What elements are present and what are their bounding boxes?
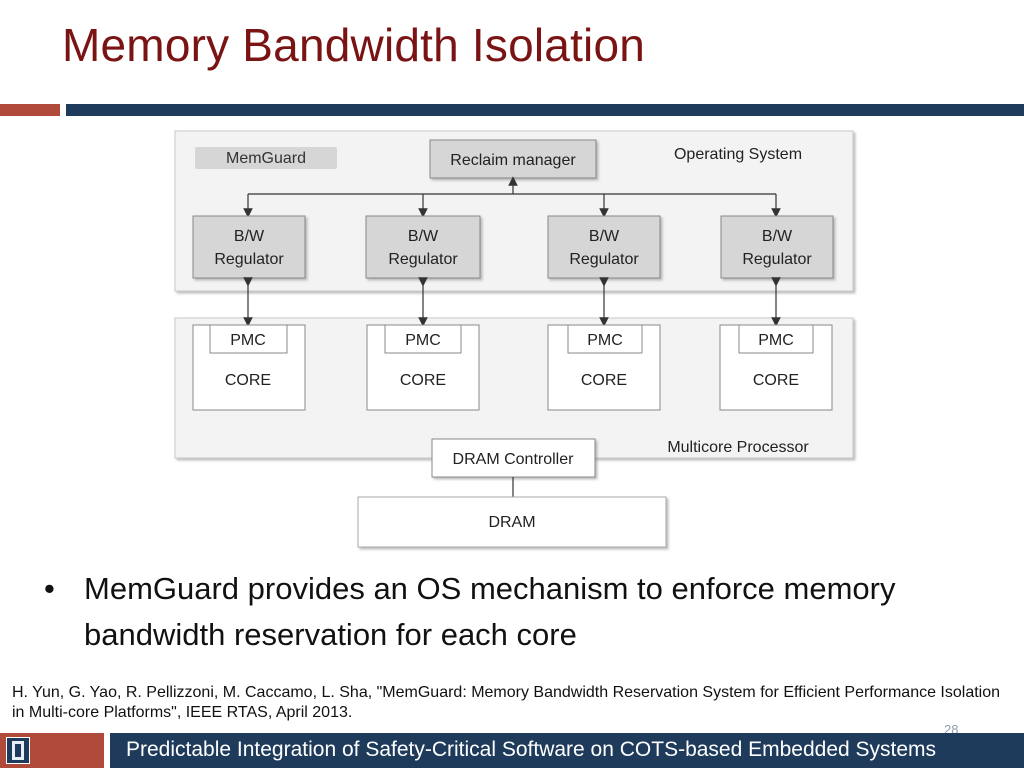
core-1-label: CORE xyxy=(225,372,271,389)
regulator-3-line2: Regulator xyxy=(569,251,639,268)
core-3: PMC CORE xyxy=(547,324,661,411)
pmc-1-label: PMC xyxy=(230,332,266,349)
regulator-2-line1: B/W xyxy=(408,228,439,245)
title-rule-red xyxy=(0,104,60,116)
pmc-3-label: PMC xyxy=(587,332,623,349)
regulator-1: B/W Regulator xyxy=(192,215,306,279)
core-3-label: CORE xyxy=(581,372,627,389)
core-4: PMC CORE xyxy=(719,324,833,411)
dram-box xyxy=(357,496,667,548)
citation: H. Yun, G. Yao, R. Pellizzoni, M. Caccam… xyxy=(12,684,1001,721)
bullet-text: MemGuard provides an OS mechanism to enf… xyxy=(84,571,896,652)
dram-controller-label: DRAM Controller xyxy=(453,451,575,468)
memguard-label: MemGuard xyxy=(226,150,306,167)
regulator-2: B/W Regulator xyxy=(365,215,481,279)
core-2: PMC CORE xyxy=(366,324,480,411)
page-title: Memory Bandwidth Isolation xyxy=(62,19,646,71)
core-1: PMC CORE xyxy=(192,324,306,411)
dram-label: DRAM xyxy=(488,514,535,531)
regulator-4: B/W Regulator xyxy=(720,215,834,279)
memguard-tag xyxy=(195,147,337,169)
memguard-architecture-diagram: MemGuard Reclaim manager Operating Syste… xyxy=(174,130,854,548)
multicore-label: Multicore Processor xyxy=(667,439,809,456)
regulator-2-line2: Regulator xyxy=(388,251,458,268)
bullet-marker: • xyxy=(44,571,55,606)
footer-bar xyxy=(110,733,1024,768)
regulator-3-line1: B/W xyxy=(589,228,620,245)
title-rule-blue xyxy=(66,104,1024,116)
regulator-4-line1: B/W xyxy=(762,228,793,245)
dram-controller-box xyxy=(431,438,596,478)
footer-text: Predictable Integration of Safety-Critic… xyxy=(126,738,937,761)
os-label: Operating System xyxy=(674,146,802,163)
reclaim-manager-label: Reclaim manager xyxy=(450,152,576,169)
reclaim-manager-box xyxy=(429,139,597,179)
pmc-2-label: PMC xyxy=(405,332,441,349)
core-2-label: CORE xyxy=(400,372,446,389)
regulator-3: B/W Regulator xyxy=(547,215,661,279)
regulator-4-line2: Regulator xyxy=(742,251,812,268)
university-i-logo-icon xyxy=(6,737,30,764)
regulator-1-line1: B/W xyxy=(234,228,265,245)
pmc-4-label: PMC xyxy=(758,332,794,349)
core-4-label: CORE xyxy=(753,372,799,389)
regulator-1-line2: Regulator xyxy=(214,251,284,268)
